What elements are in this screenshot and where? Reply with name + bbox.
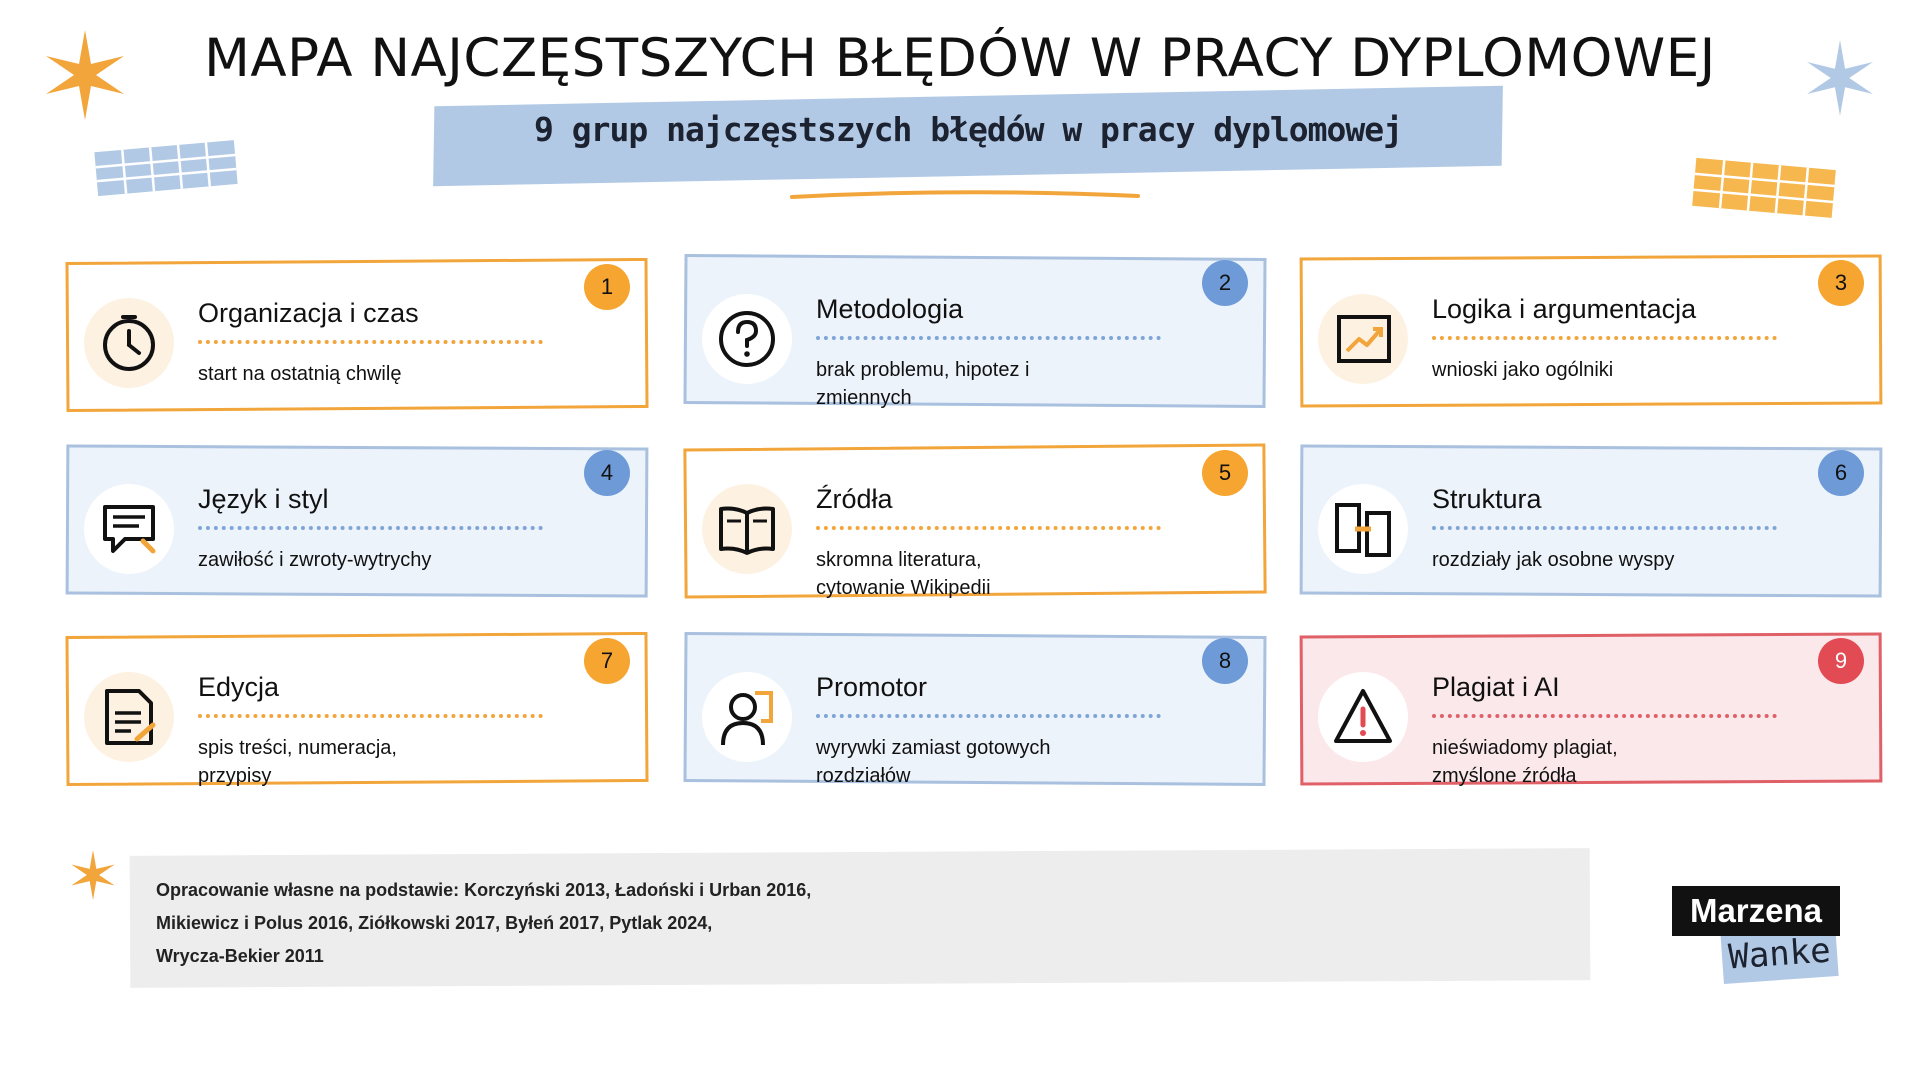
dotted-divider	[198, 526, 543, 530]
dotted-divider	[198, 340, 543, 344]
card-description: zawiłość i zwroty-wytrychy	[198, 549, 432, 571]
card-edycja: Edycja spis treści, numeracja, przypisy …	[65, 631, 649, 787]
card-title: Organizacja i czas	[198, 298, 419, 328]
card-promotor: Promotor wyrywki zamiast gotowych rozdzi…	[683, 631, 1267, 787]
card-title: Edycja	[198, 672, 280, 702]
number-badge: 5	[1202, 450, 1248, 496]
card-title: Struktura	[1432, 484, 1542, 514]
dotted-divider	[1432, 526, 1777, 530]
dotted-divider	[1432, 336, 1777, 340]
card-title: Język i styl	[198, 484, 329, 514]
card-title: Logika i argumentacja	[1432, 294, 1697, 324]
card-title: Źródła	[816, 484, 893, 514]
subtitle-underline	[790, 190, 1140, 199]
card-description: spis treści, numeracja, przypisy	[198, 737, 397, 787]
dotted-divider	[1432, 714, 1777, 718]
card-description: nieświadomy plagiat, zmyślone źródła	[1432, 737, 1618, 787]
card-description: brak problemu, hipotez i zmiennych	[816, 359, 1030, 409]
card-zrodla: Źródła skromna literatura, cytowanie Wik…	[683, 443, 1267, 599]
card-logika: Logika i argumentacja wnioski jako ogóln…	[1299, 254, 1883, 408]
structure-icon	[1335, 503, 1391, 557]
number-badge: 9	[1818, 638, 1864, 684]
trend-chart-icon	[1337, 315, 1391, 363]
page-subtitle: 9 grup najczęstszych błędów w pracy dypl…	[534, 110, 1403, 149]
warning-icon	[1334, 689, 1392, 743]
card-description: start na ostatnią chwilę	[198, 363, 402, 385]
number-badge: 6	[1818, 450, 1864, 496]
card-description: rozdziały jak osobne wyspy	[1432, 549, 1675, 571]
orange-grid-decoration	[1692, 157, 1836, 218]
card-plagiat: Plagiat i AI nieświadomy plagiat, zmyślo…	[1299, 632, 1883, 787]
chat-edit-icon	[103, 505, 156, 554]
number-badge: 8	[1202, 638, 1248, 684]
card-description: wnioski jako ogólniki	[1432, 359, 1614, 381]
source-line: Wrycza-Bekier 2011	[156, 946, 324, 966]
card-title: Plagiat i AI	[1432, 672, 1560, 702]
dotted-divider	[816, 336, 1161, 340]
sources-text: Opracowanie własne na podstawie: Korczyń…	[156, 874, 1206, 973]
question-icon	[719, 311, 775, 367]
open-book-icon	[719, 506, 775, 555]
small-orange-star-icon	[71, 850, 115, 900]
card-description: skromna literatura, cytowanie Wikipedii	[816, 549, 991, 599]
clock-icon	[103, 315, 155, 371]
document-edit-icon	[105, 689, 156, 745]
card-jezyk: Język i styl zawiłość i zwroty-wytrychy …	[65, 444, 649, 598]
card-description: wyrywki zamiast gotowych rozdziałów	[816, 737, 1051, 787]
card-title: Promotor	[816, 672, 928, 702]
card-organizacja: Organizacja i czas start na ostatnią chw…	[65, 257, 649, 413]
dotted-divider	[198, 714, 543, 718]
page-title: MAPA NAJCZĘSTSZYCH BŁĘDÓW W PRACY DYPLOM…	[204, 28, 1716, 89]
source-line: Opracowanie własne na podstawie: Korczyń…	[156, 880, 812, 900]
dotted-divider	[816, 714, 1161, 718]
dotted-divider	[816, 526, 1161, 530]
card-metodologia: Metodologia brak problemu, hipotez i zmi…	[683, 253, 1267, 409]
number-badge: 4	[584, 450, 630, 496]
person-icon	[721, 691, 773, 746]
number-badge: 7	[584, 638, 630, 684]
source-line: Mikiewicz i Polus 2016, Ziółkowski 2017,…	[156, 913, 713, 933]
card-title: Metodologia	[816, 294, 964, 324]
blue-grid-decoration	[94, 140, 238, 197]
logo-marzena: Marzena	[1672, 886, 1840, 936]
number-badge: 3	[1818, 260, 1864, 306]
card-struktura: Struktura rozdziały jak osobne wyspy 6	[1299, 444, 1883, 598]
number-badge: 2	[1202, 260, 1248, 306]
number-badge: 1	[584, 264, 630, 310]
